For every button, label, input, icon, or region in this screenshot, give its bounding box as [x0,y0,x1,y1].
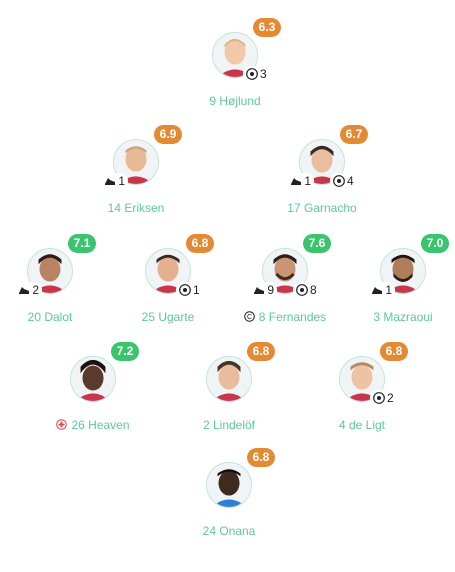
captain-letter: C [247,314,252,321]
rating-badge: 7.6 [303,234,331,253]
player-name: 14 Eriksen [107,201,165,215]
goals-stat: 8 [293,282,320,298]
key-passes-stat: 1 [368,282,395,298]
player-mazraoui[interactable]: 7.0 1 3 Mazraoui [333,234,455,358]
boot-icon [18,284,30,296]
key-passes-stat: 9 [250,282,277,298]
player-name: 24 Onana [202,524,256,538]
goal-ball-icon [179,284,191,296]
boot-icon [290,175,302,187]
player-hojlund[interactable]: 6.3 3 9 Højlund [165,18,305,142]
player-avatar [206,462,252,508]
player-name: 25 Ugarte [141,310,195,324]
key-passes-count: 2 [32,283,39,297]
boot-icon [253,284,265,296]
rating-badge: 6.3 [253,18,281,37]
rating-badge: 6.8 [247,448,275,467]
goals-count: 8 [310,283,317,297]
player-name: 20 Dalot [27,310,73,324]
player-lindelof[interactable]: 6.8 2 Lindelöf [159,342,299,466]
player-name: 17 Garnacho [287,201,357,215]
key-passes-stat: 2 [15,282,42,298]
goals-stat: 3 [243,66,270,82]
player-name: 3 Mazraoui [373,310,433,324]
player-name: C 8 Fernandes [215,310,355,324]
player-name-text: 8 Fernandes [258,310,327,324]
goals-count: 4 [347,174,354,188]
goals-stat: 2 [370,390,397,406]
boot-icon [371,284,383,296]
player-fernandes[interactable]: 7.6 9 8 C 8 Fernandes [215,234,355,358]
player-garnacho[interactable]: 6.7 1 4 17 Garnacho [252,125,392,249]
player-deligt[interactable]: 6.8 2 4 de Ligt [292,342,432,466]
rating-badge: 7.0 [421,234,449,253]
rating-badge: 6.7 [340,125,368,144]
player-name: 26 Heaven [23,418,163,432]
captain-icon: C [243,311,255,322]
player-ugarte[interactable]: 6.8 1 25 Ugarte [98,234,238,358]
rating-badge: 6.8 [380,342,408,361]
key-passes-stat: 1 [101,173,128,189]
injury-cross-icon [56,419,68,430]
key-passes-count: 1 [385,283,392,297]
player-avatar [206,356,252,402]
key-passes-count: 1 [118,174,125,188]
goals-stat: 4 [330,173,357,189]
player-name-text: 26 Heaven [71,418,130,432]
goals-count: 1 [193,283,200,297]
player-dalot[interactable]: 7.1 2 20 Dalot [0,234,120,358]
goals-count: 3 [260,67,267,81]
rating-badge: 7.1 [68,234,96,253]
player-eriksen[interactable]: 6.9 1 14 Eriksen [66,125,206,249]
player-heaven[interactable]: 7.2 26 Heaven [23,342,163,466]
player-avatar [70,356,116,402]
goal-ball-icon [333,175,345,187]
player-onana[interactable]: 6.8 24 Onana [159,448,299,572]
rating-badge: 6.8 [247,342,275,361]
boot-icon [104,175,116,187]
key-passes-count: 9 [267,283,274,297]
goal-ball-icon [296,284,308,296]
rating-badge: 6.8 [186,234,214,253]
player-name: 4 de Ligt [338,418,386,432]
player-name: 2 Lindelöf [202,418,256,432]
key-passes-stat: 1 [287,173,314,189]
goal-ball-icon [373,392,385,404]
rating-badge: 7.2 [111,342,139,361]
player-name: 9 Højlund [209,94,261,108]
rating-badge: 6.9 [154,125,182,144]
goal-ball-icon [246,68,258,80]
key-passes-count: 1 [304,174,311,188]
goals-count: 2 [387,391,394,405]
goals-stat: 1 [176,282,203,298]
